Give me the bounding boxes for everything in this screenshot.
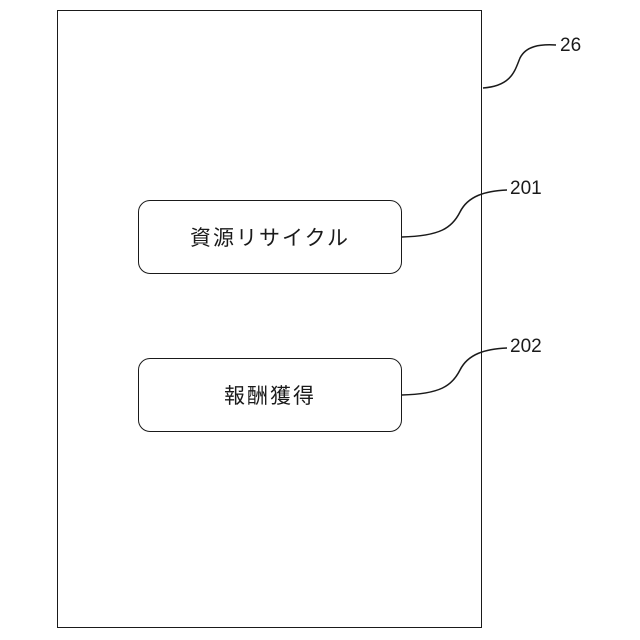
- leader-line-201: [402, 190, 507, 237]
- reference-numeral-201: 201: [510, 178, 542, 200]
- leader-line-26: [483, 45, 556, 88]
- leader-line-202: [402, 348, 507, 395]
- reference-numeral-26: 26: [560, 35, 581, 57]
- reference-numeral-202: 202: [510, 336, 542, 358]
